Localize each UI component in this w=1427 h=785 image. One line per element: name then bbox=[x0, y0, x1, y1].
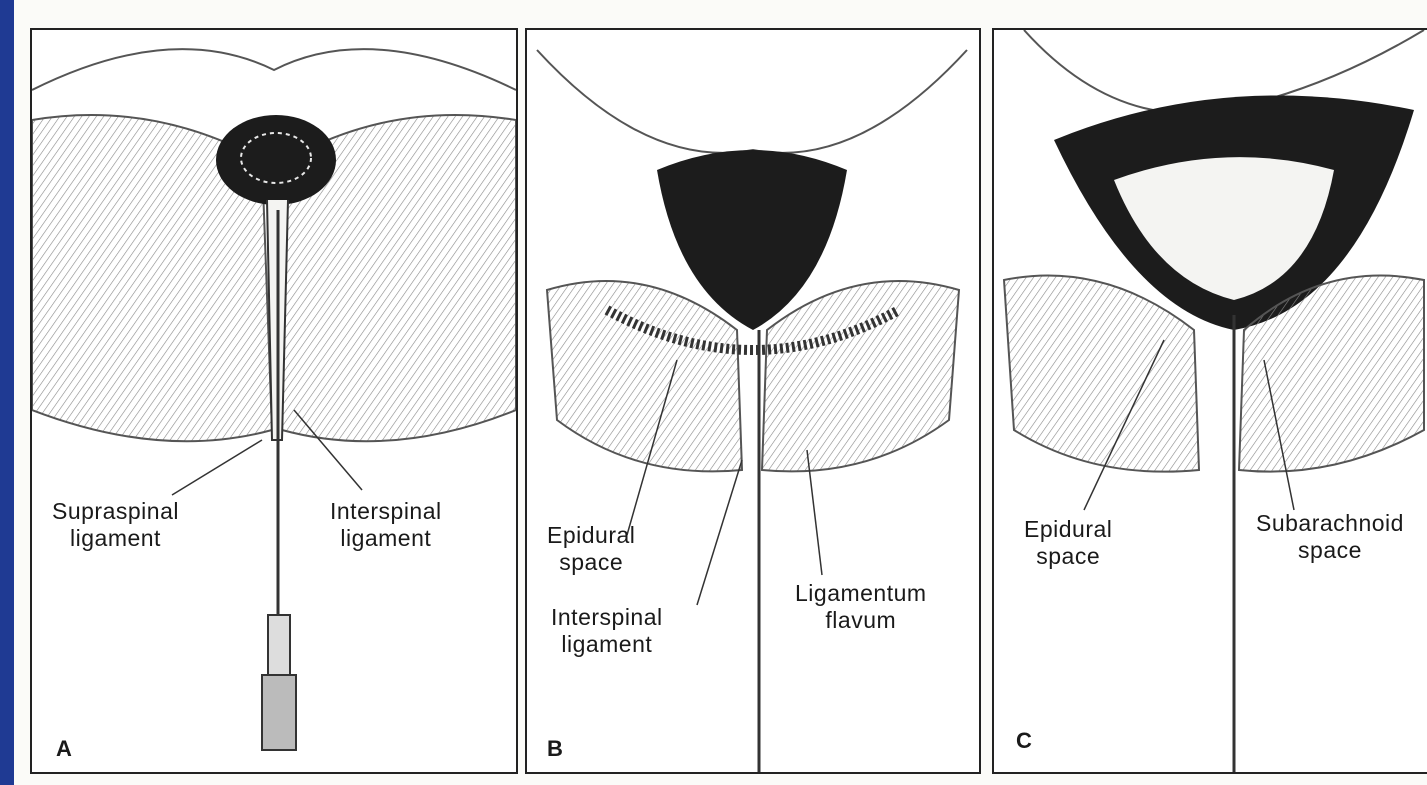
panel-b: Epidural space Interspinal ligament Liga… bbox=[525, 28, 981, 774]
panel-a: Supraspinal ligament Interspinal ligamen… bbox=[30, 28, 518, 774]
spinal-cord bbox=[216, 115, 336, 205]
panel-b-illustration bbox=[527, 30, 979, 772]
label-epidural-space-b: Epidural space bbox=[547, 522, 635, 576]
vertebral-arch-outline bbox=[32, 49, 516, 90]
left-muscle-mass bbox=[1004, 276, 1199, 472]
label-epidural-space-c: Epidural space bbox=[1024, 516, 1112, 570]
needle-hub-lower bbox=[262, 675, 296, 750]
panel-c: Epidural space Subarachnoid space C bbox=[992, 28, 1427, 774]
panel-a-illustration bbox=[32, 30, 516, 772]
leader-interspinal bbox=[697, 460, 742, 605]
panel-letter-b: B bbox=[547, 736, 563, 762]
left-muscle-mass bbox=[547, 281, 742, 471]
scanned-page: Supraspinal ligament Interspinal ligamen… bbox=[14, 0, 1427, 785]
label-interspinal-ligament: Interspinal ligament bbox=[330, 498, 442, 552]
vertebral-body-outline bbox=[537, 50, 967, 153]
label-supraspinal-ligament: Supraspinal ligament bbox=[52, 498, 179, 552]
panel-letter-c: C bbox=[1016, 728, 1032, 754]
label-subarachnoid-space: Subarachnoid space bbox=[1256, 510, 1404, 564]
leader-supraspinal bbox=[172, 440, 262, 495]
needle-hub-upper bbox=[268, 615, 290, 675]
panel-letter-a: A bbox=[56, 736, 72, 762]
right-muscle-mass bbox=[762, 281, 959, 471]
label-ligamentum-flavum: Ligamentum flavum bbox=[795, 580, 927, 634]
panel-c-illustration bbox=[994, 30, 1427, 772]
label-interspinal-ligament-b: Interspinal ligament bbox=[551, 604, 663, 658]
